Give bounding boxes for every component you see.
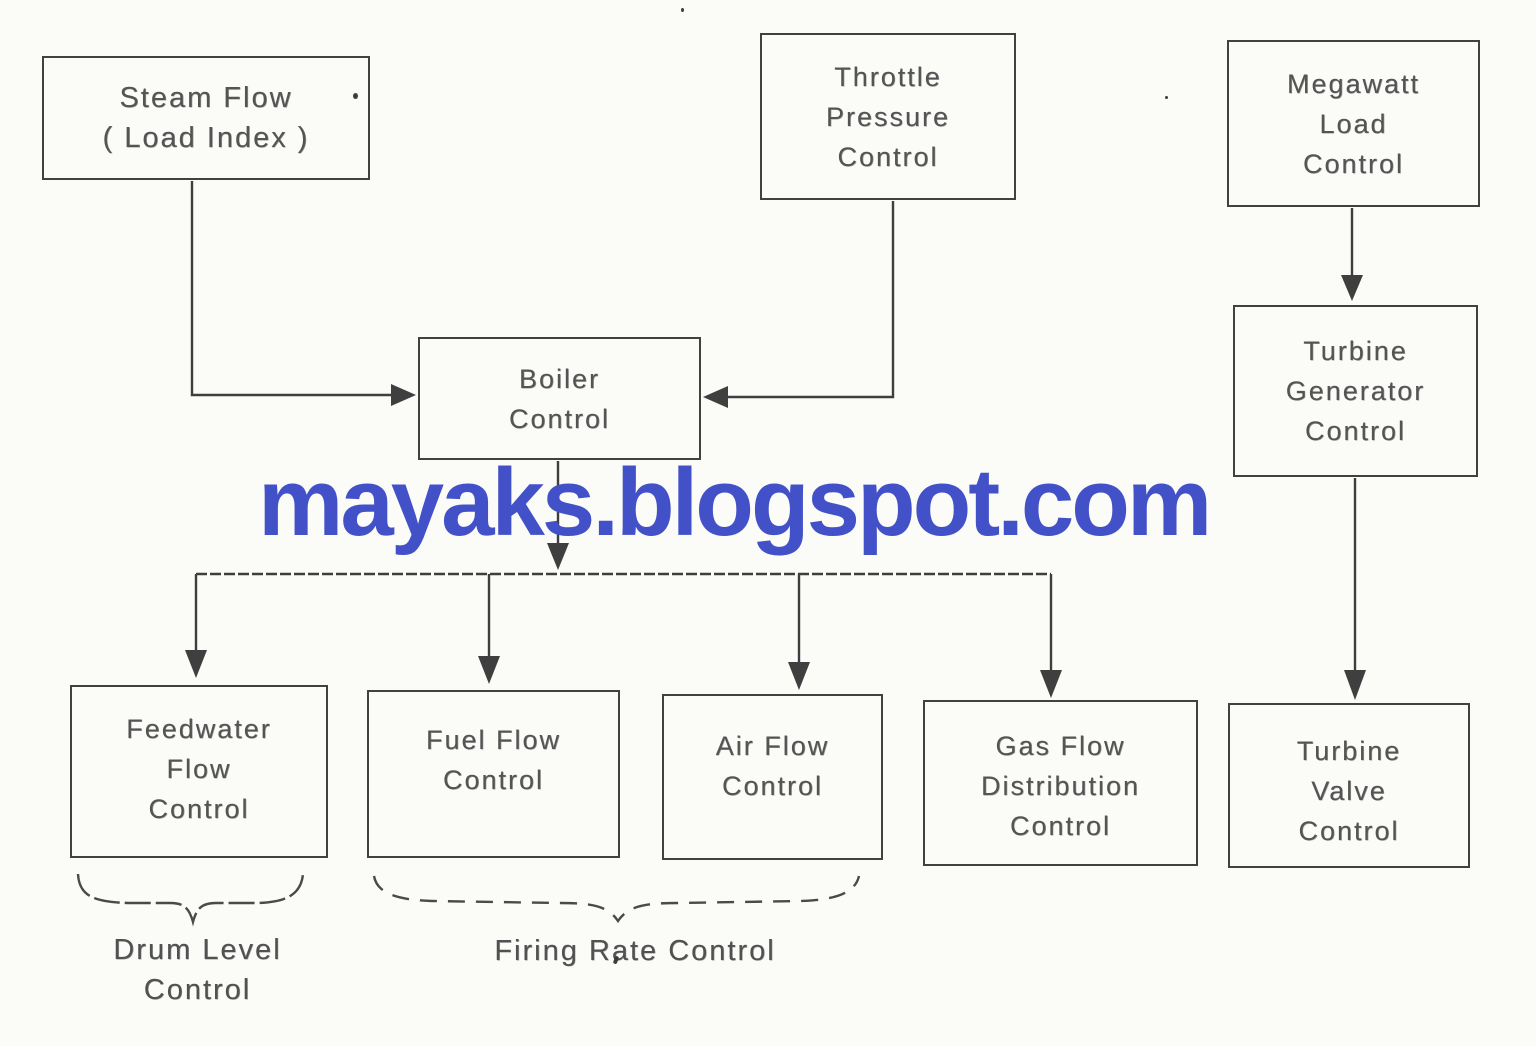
node-turbine-generator-label: Turbine Generator Control <box>1285 336 1426 446</box>
node-steam-flow-load-index: Steam Flow ( Load Index ) <box>42 56 370 180</box>
arrowhead-bus-to-fuel <box>478 656 500 684</box>
arrowhead-turbine-generator-to-valve <box>1344 670 1366 700</box>
node-air-flow-label: Air Flow Control <box>715 731 830 801</box>
drum-level-brace <box>76 873 305 927</box>
node-fuel-flow-control: Fuel Flow Control <box>367 690 620 858</box>
node-fuel-flow-label: Fuel Flow Control <box>425 725 562 795</box>
arrowhead-bus-to-gas <box>1040 670 1062 698</box>
node-gas-flow-distribution-label: Gas Flow Distribution Control <box>980 731 1141 841</box>
node-gas-flow-distribution-control: Gas Flow Distribution Control <box>923 700 1198 866</box>
node-steam-flow-label: Steam Flow ( Load Index ) <box>102 82 310 154</box>
scan-speck <box>353 93 358 99</box>
node-turbine-generator-control: Turbine Generator Control <box>1233 305 1478 477</box>
connector-steam-to-boiler <box>190 181 392 397</box>
drum-level-control-caption: Drum Level Control <box>113 934 282 1006</box>
arrowhead-megawatt-to-turbine-generator <box>1341 275 1363 301</box>
firing-rate-control-caption: Firing Rate Control <box>494 935 776 967</box>
scan-speck <box>681 8 684 12</box>
arrowhead-boiler-to-bus <box>547 543 569 570</box>
arrowhead-throttle-to-boiler <box>703 386 728 408</box>
node-throttle-pressure-label: Throttle Pressure Control <box>825 61 951 172</box>
node-feedwater-flow-label: Feedwater Flow Control <box>126 714 272 824</box>
node-boiler-control: Boiler Control <box>418 337 701 460</box>
firing-rate-brace <box>372 875 861 924</box>
connector-throttle-to-boiler <box>728 201 895 399</box>
node-feedwater-flow-control: Feedwater Flow Control <box>70 685 328 858</box>
scan-speck <box>1165 96 1168 99</box>
watermark-text: mayaks.blogspot.com <box>258 449 1212 556</box>
node-turbine-valve-control: Turbine Valve Control <box>1228 703 1470 868</box>
node-turbine-valve-label: Turbine Valve Control <box>1296 736 1402 846</box>
arrowhead-bus-to-air <box>788 662 810 690</box>
node-air-flow-control: Air Flow Control <box>662 694 883 860</box>
node-megawatt-load-control: Megawatt Load Control <box>1227 40 1480 207</box>
arrowhead-bus-to-feedwater <box>185 650 207 678</box>
arrowhead-steam-to-boiler <box>391 384 416 406</box>
node-boiler-label: Boiler Control <box>508 363 611 434</box>
node-megawatt-load-label: Megawatt Load Control <box>1286 68 1421 179</box>
node-throttle-pressure-control: Throttle Pressure Control <box>760 33 1016 200</box>
